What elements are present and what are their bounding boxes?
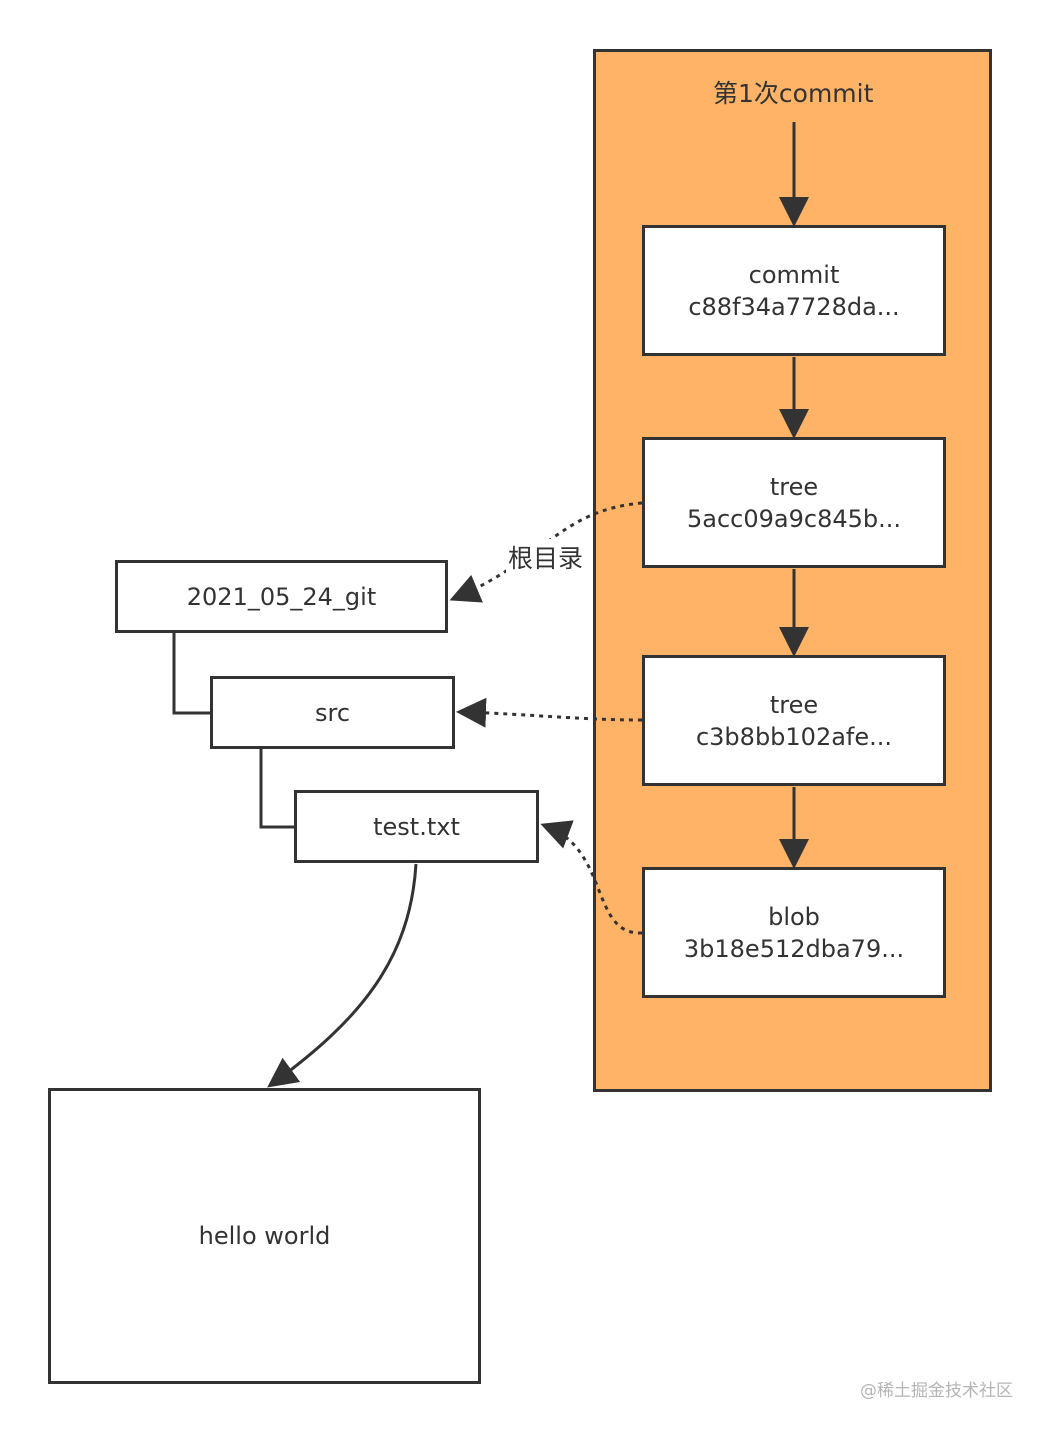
commit-object-hash: c88f34a7728da... — [688, 292, 900, 321]
blob-object-hash: 3b18e512dba79... — [683, 934, 905, 963]
root-tree-object-hash: 5acc09a9c845b... — [686, 504, 901, 533]
src-directory-label: src — [314, 698, 351, 727]
file-content-label: hello world — [198, 1222, 331, 1250]
root-directory-node[interactable]: 2021_05_24_git — [115, 560, 448, 633]
sub-tree-object-node[interactable]: tree c3b8bb102afe... — [642, 655, 946, 786]
file-label: test.txt — [373, 812, 460, 841]
watermark-text: @稀土掘金技术社区 — [860, 1381, 1013, 1401]
root-to-src-connector — [172, 633, 210, 715]
sub-tree-object-type: tree — [769, 690, 819, 719]
commit-panel-title: 第1次commit — [713, 79, 874, 108]
file-content-node[interactable]: hello world — [48, 1088, 481, 1384]
blob-object-type: blob — [768, 902, 820, 931]
src-to-file-connector — [259, 749, 294, 829]
root-tree-object-node[interactable]: tree 5acc09a9c845b... — [642, 437, 946, 568]
file-to-content-arrow — [267, 863, 418, 1088]
commit-object-type: commit — [748, 260, 840, 289]
root-tree-object-type: tree — [769, 472, 819, 501]
file-node[interactable]: test.txt — [294, 790, 539, 863]
src-directory-node[interactable]: src — [210, 676, 455, 749]
blob-object-node[interactable]: blob 3b18e512dba79... — [642, 867, 946, 998]
sub-tree-object-hash: c3b8bb102afe... — [695, 722, 893, 751]
root-directory-label: 2021_05_24_git — [186, 582, 377, 611]
commit-object-node[interactable]: commit c88f34a7728da... — [642, 225, 946, 356]
root-directory-edge-label: 根目录 — [506, 539, 586, 575]
